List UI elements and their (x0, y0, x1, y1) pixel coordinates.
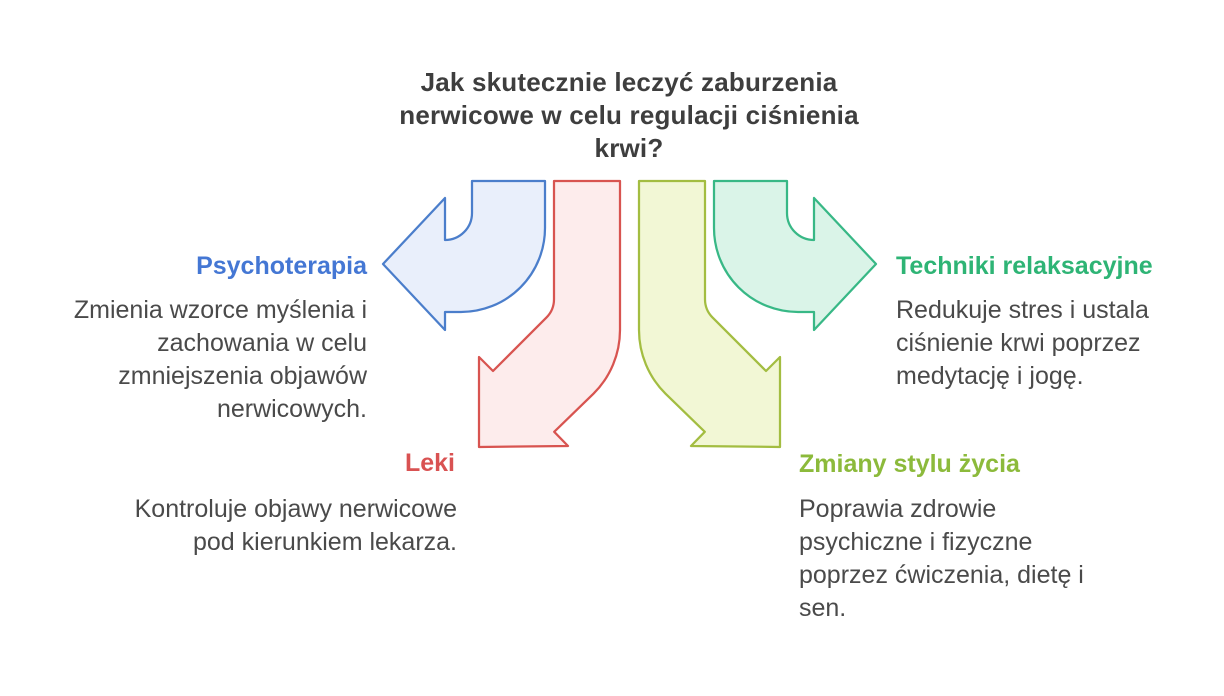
section-label-techniki-relaksacyjne: Techniki relaksacyjne (896, 252, 1153, 280)
curved-arrow-right-icon (712, 179, 878, 332)
page-title: Jak skutecznie leczyć zaburzenia nerwico… (399, 67, 859, 163)
section-label-leki: Leki (404, 449, 455, 477)
section-description-techniki-relaksacyjne: Redukuje stres i ustala ciśnienie krwi p… (896, 296, 1149, 390)
section-description-psychoterapia: Zmienia wzorce myślenia i zachowania w c… (73, 296, 367, 423)
section-label-psychoterapia: Psychoterapia (196, 252, 367, 280)
section-description-leki: Kontroluje objawy nerwicowe pod kierunki… (134, 495, 457, 556)
curved-arrow-down-left-icon (477, 179, 622, 449)
curved-arrow-left-icon (381, 179, 547, 332)
section-description-zmiany-stylu-zycia: Poprawia zdrowie psychiczne i fizyczne p… (799, 495, 1084, 622)
curved-arrow-down-right-icon (637, 179, 782, 449)
section-label-zmiany-stylu-zycia: Zmiany stylu życia (799, 450, 1020, 478)
